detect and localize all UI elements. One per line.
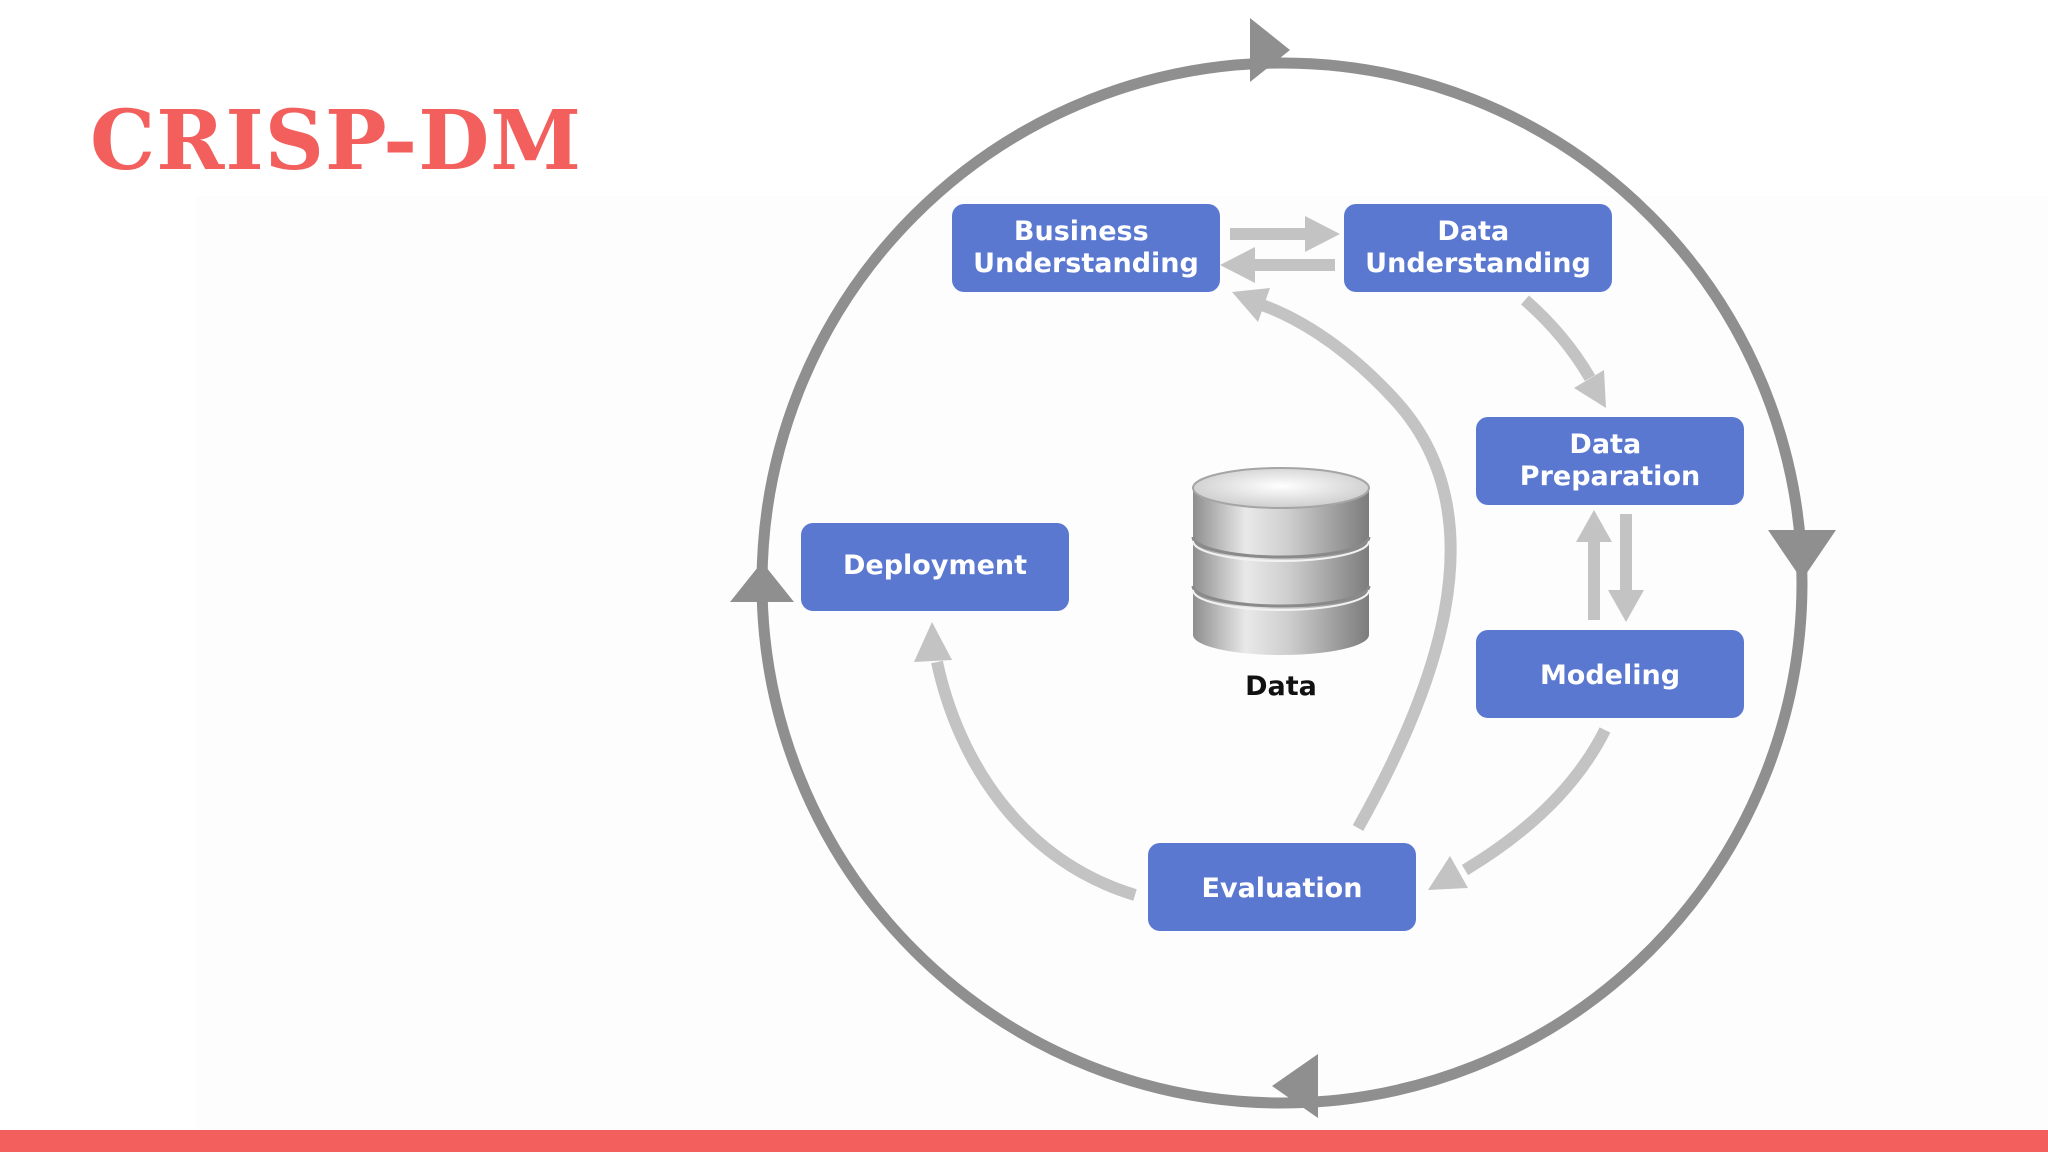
phase-data-understanding: Data Understanding: [1344, 204, 1612, 292]
database-icon: [1191, 467, 1371, 655]
arrow-modeling-to-evaluation: [1428, 727, 1611, 890]
phase-evaluation: Evaluation: [1148, 843, 1416, 931]
phase-data-preparation: Data Preparation: [1476, 417, 1744, 505]
phase-label: Deployment: [843, 550, 1027, 581]
database-label: Data: [1245, 671, 1317, 702]
svg-text:Business Understanding: Business Understanding: [973, 216, 1199, 279]
outer-cycle-arrow-right: [1768, 530, 1836, 580]
svg-text:Data Understanding: Data Understanding: [1365, 216, 1591, 279]
phase-business-understanding: Business Understanding: [952, 204, 1220, 292]
phase-deployment: Deployment: [801, 523, 1069, 611]
arrow-evaluation-to-business: [1232, 288, 1457, 831]
phase-modeling: Modeling: [1476, 630, 1744, 718]
phase-label-line1: Business: [1014, 216, 1149, 247]
arrow-evaluation-to-deployment: [914, 622, 1137, 901]
phase-label-line2: Preparation: [1520, 461, 1700, 492]
outer-cycle-arrow-bottom: [1272, 1054, 1318, 1118]
phase-label-line1: Data: [1437, 216, 1509, 247]
arrow-data-understanding-to-business: [1220, 247, 1335, 283]
slide-title: CRISP-DM: [90, 93, 583, 189]
svg-text:Data Preparation: Data Preparation: [1520, 429, 1700, 492]
arrow-data-understanding-to-preparation: [1521, 295, 1606, 408]
footer-accent-bar: [0, 1130, 2048, 1152]
phase-label-line1: Data: [1569, 429, 1641, 460]
arrow-modeling-to-preparation: [1576, 510, 1612, 620]
phase-label: Modeling: [1540, 660, 1680, 691]
phase-label: Evaluation: [1202, 873, 1363, 904]
phase-label-line2: Understanding: [973, 248, 1199, 279]
inner-arrows: [914, 216, 1644, 901]
outer-cycle-arrow-left: [730, 562, 794, 602]
outer-cycle: [730, 18, 1836, 1118]
arrow-preparation-to-modeling: [1608, 514, 1644, 622]
outer-cycle-arrow-top: [1250, 18, 1290, 82]
phase-label-line2: Understanding: [1365, 248, 1591, 279]
arrow-business-to-data-understanding: [1230, 216, 1340, 252]
